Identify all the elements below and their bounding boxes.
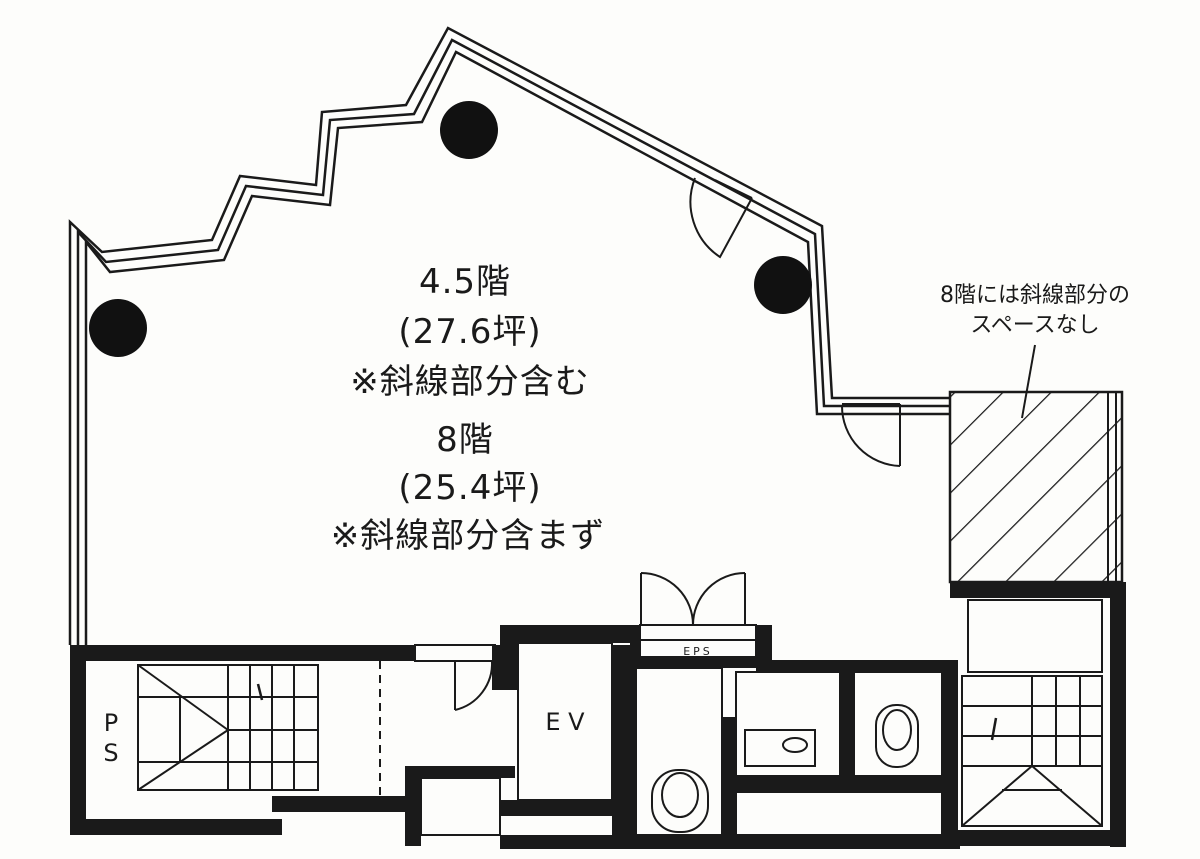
- door-right-step: [841, 403, 901, 467]
- eps-label: EPS: [683, 645, 713, 658]
- lower-storage: [735, 791, 943, 836]
- ev-label: E V: [545, 708, 585, 736]
- stair-right: [961, 599, 1103, 827]
- floor-8-name: 8階: [436, 420, 494, 460]
- sink-counter: [735, 671, 841, 777]
- elevator-shaft: [517, 642, 613, 801]
- column-left: [89, 299, 147, 357]
- floor-4-5-name: 4.5階: [418, 262, 512, 302]
- annotation-leader: [1021, 344, 1036, 419]
- toilet-right: [853, 671, 943, 777]
- floor-4-5-area: (27.6坪): [398, 312, 542, 352]
- floor-4-5-note: ※斜線部分含む: [350, 362, 590, 402]
- toilet-left: [635, 667, 723, 836]
- column-right: [754, 256, 812, 314]
- core-walls: [70, 582, 1126, 849]
- column-top: [440, 101, 498, 159]
- hatched-area: [948, 390, 1124, 584]
- floor-8-note: ※斜線部分含まず: [330, 516, 606, 556]
- columns: [89, 101, 812, 357]
- small-room: [420, 777, 501, 836]
- floor-8-area: (25.4坪): [398, 468, 542, 508]
- annotation-line1: 8階には斜線部分の: [940, 283, 1130, 308]
- door-upper-right: [689, 177, 753, 259]
- door-corridor: [414, 644, 496, 711]
- annotation-line2: スペースなし: [970, 313, 1100, 338]
- outer-wall: [68, 26, 950, 645]
- stair-left: [137, 664, 319, 791]
- eps-doors: [639, 572, 757, 663]
- ps-label: P S: [103, 709, 119, 767]
